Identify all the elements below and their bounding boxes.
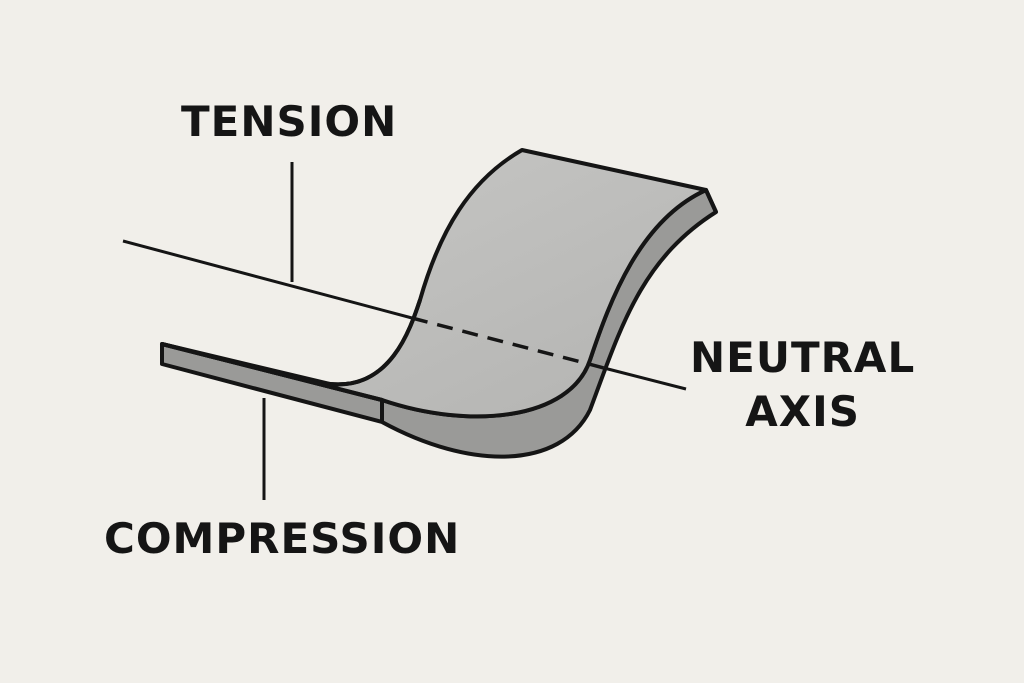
plate-fold-curve: [329, 299, 422, 387]
neutral-axis-label: NEUTRAL AXIS: [690, 331, 915, 439]
neutral-axis-line-dashed: [411, 316, 605, 370]
tension-label: TENSION: [181, 97, 398, 146]
compression-label: COMPRESSION: [104, 514, 461, 563]
plate-front-step: [161, 342, 384, 422]
neutral-axis-line-left: [122, 239, 413, 320]
plate-right-end: [704, 189, 718, 213]
neutral-axis-label-line2: AXIS: [745, 387, 860, 436]
neutral-axis-label-line1: NEUTRAL: [690, 333, 916, 382]
neutral-axis-line-right: [603, 366, 687, 391]
